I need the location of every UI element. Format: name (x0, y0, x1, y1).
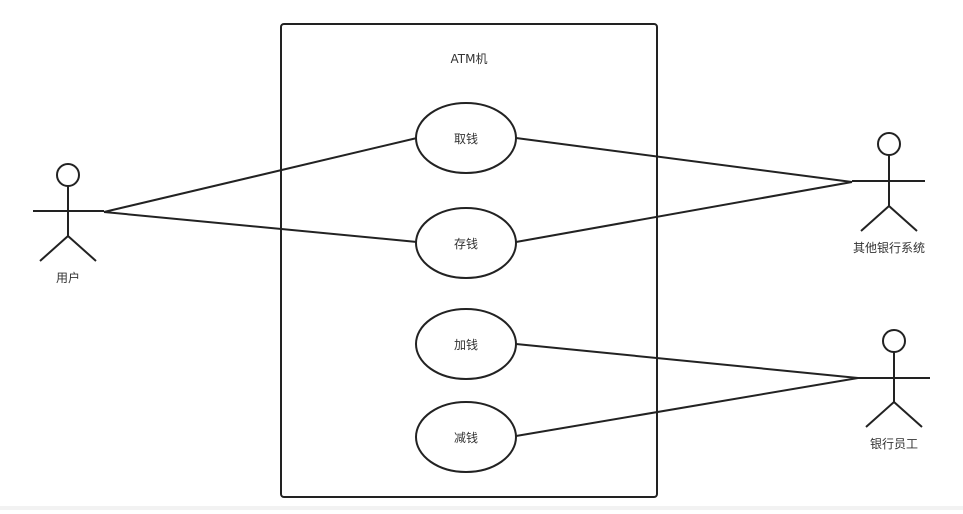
assoc-deposit-otherbank (515, 181, 853, 243)
use-case-withdraw[interactable]: 取钱 (415, 102, 517, 174)
bottom-scroll-strip (0, 506, 963, 510)
use-case-deposit[interactable]: 存钱 (415, 207, 517, 279)
use-case-reduce-money-label: 减钱 (454, 430, 478, 445)
assoc-add-staff (515, 343, 859, 379)
actor-other-bank[interactable] (852, 132, 925, 232)
assoc-reduce-staff (515, 377, 859, 437)
actor-other-bank-label: 其他银行系统 (853, 241, 925, 255)
use-case-add-money-label: 加钱 (454, 337, 478, 352)
use-case-add-money[interactable]: 加钱 (415, 308, 517, 380)
system-title: ATM机 (451, 52, 488, 66)
actor-staff-head-icon (882, 329, 906, 353)
actor-staff[interactable] (858, 329, 930, 428)
use-case-deposit-label: 存钱 (454, 236, 478, 251)
use-case-reduce-money[interactable]: 减钱 (415, 401, 517, 473)
actor-staff-label: 银行员工 (870, 437, 918, 451)
actor-user-label: 用户 (56, 270, 80, 285)
actor-user-head-icon (56, 163, 80, 187)
assoc-user-deposit (103, 211, 418, 243)
use-case-withdraw-label: 取钱 (454, 131, 478, 146)
actor-other-bank-head-icon (877, 132, 901, 156)
system-boundary (280, 23, 658, 498)
assoc-withdraw-otherbank (515, 137, 853, 183)
actor-user[interactable] (33, 163, 104, 262)
assoc-user-withdraw (103, 137, 418, 213)
